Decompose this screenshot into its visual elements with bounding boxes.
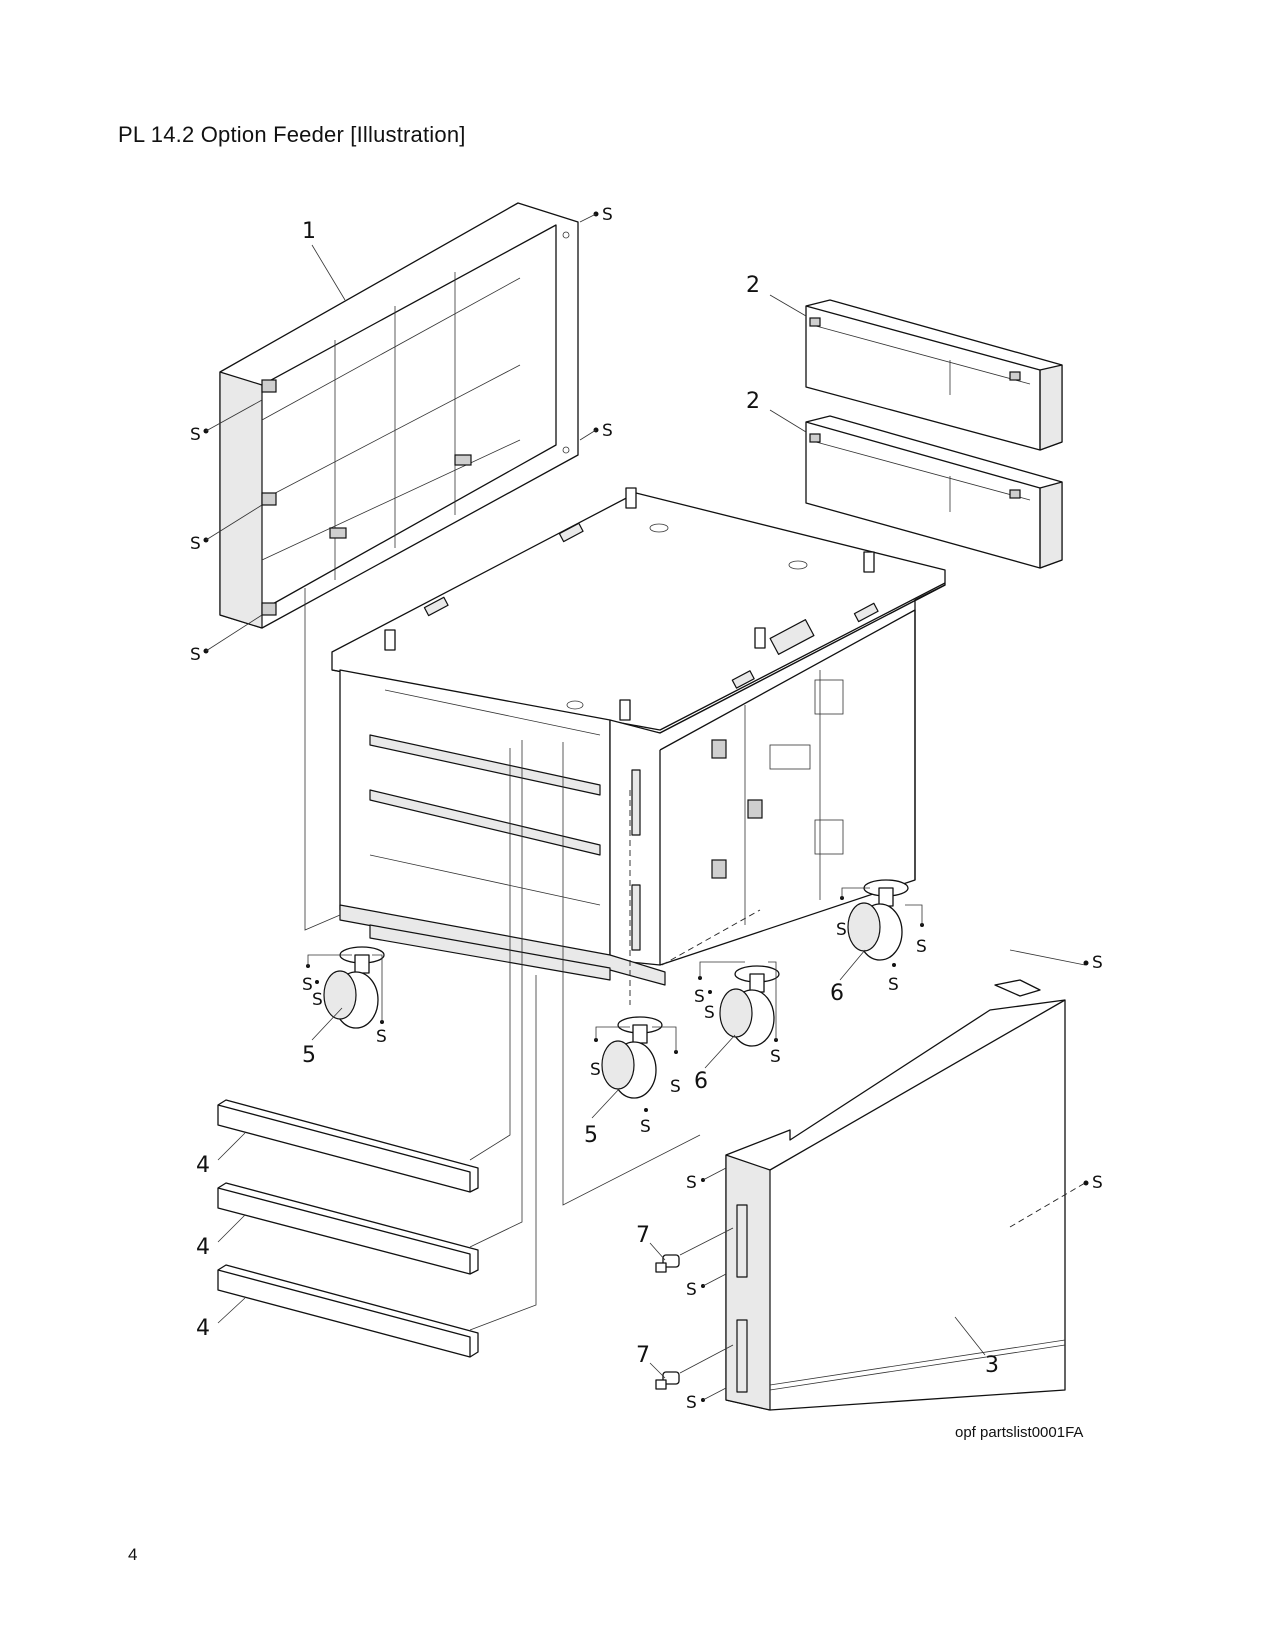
part-5-caster-left <box>323 946 385 1029</box>
screw-mark: S <box>686 1280 697 1300</box>
item-number-5-center: 5 <box>584 1123 598 1148</box>
item-number-7-lower: 7 <box>636 1343 650 1368</box>
part-3-front-cover <box>725 979 1066 1411</box>
item-number-6-center: 6 <box>694 1069 708 1094</box>
screw-mark: S <box>916 937 927 957</box>
part-2-side-cover-upper <box>805 299 1063 451</box>
part-4-strip-1 <box>217 1099 479 1193</box>
screw-mark: S <box>302 975 313 995</box>
part-6-caster-right <box>847 879 909 961</box>
screw-mark: S <box>602 421 613 441</box>
screw-mark: S <box>888 975 899 995</box>
screw-mark: S <box>836 920 847 940</box>
item-number-2-lower: 2 <box>746 389 760 414</box>
main-frame <box>331 487 946 986</box>
part-7-clip-upper <box>655 1254 680 1273</box>
screw-mark: S <box>602 205 613 225</box>
item-number-7-upper: 7 <box>636 1223 650 1248</box>
item-number-1: 1 <box>302 219 316 244</box>
page-number: 4 <box>128 1545 138 1564</box>
item-number-2-upper: 2 <box>746 273 760 298</box>
screw-mark: S <box>704 1003 715 1023</box>
screw-mark: S <box>770 1047 781 1067</box>
screw-mark: S <box>590 1060 601 1080</box>
part-2-side-cover-lower <box>805 415 1063 569</box>
figure-reference-code: opf partslist0001FA <box>955 1424 1084 1441</box>
screw-mark: S <box>670 1077 681 1097</box>
screw-mark: S <box>376 1027 387 1047</box>
page-title: PL 14.2 Option Feeder [Illustration] <box>118 122 466 147</box>
part-7-clip-lower <box>655 1371 680 1390</box>
item-number-6-right: 6 <box>830 981 844 1006</box>
item-number-5-left: 5 <box>302 1043 316 1068</box>
screw-mark: S <box>190 534 201 554</box>
assembly-lines <box>304 588 1086 1331</box>
screw-mark: S <box>694 987 705 1007</box>
screw-markers: S S S S S S S S S S S S S S S S S S <box>190 205 1103 1413</box>
screw-mark: S <box>1092 953 1103 973</box>
screw-mark: S <box>312 990 323 1010</box>
leader-lines <box>217 244 986 1379</box>
item-number-3: 3 <box>985 1353 999 1378</box>
item-number-4-second: 4 <box>196 1235 210 1260</box>
screw-mark: S <box>190 645 201 665</box>
screw-mark: S <box>190 425 201 445</box>
item-number-4-third: 4 <box>196 1316 210 1341</box>
screw-mark: S <box>1092 1173 1103 1193</box>
item-number-4-first: 4 <box>196 1153 210 1178</box>
screw-mark: S <box>686 1173 697 1193</box>
part-6-caster-center <box>719 965 780 1047</box>
part-5-caster-center <box>601 1016 663 1099</box>
part-4-strip-2 <box>217 1182 479 1275</box>
part-1-rear-cover <box>219 202 579 629</box>
part-4-strip-3 <box>217 1264 479 1358</box>
screw-mark: S <box>686 1393 697 1413</box>
screw-mark: S <box>640 1117 651 1137</box>
